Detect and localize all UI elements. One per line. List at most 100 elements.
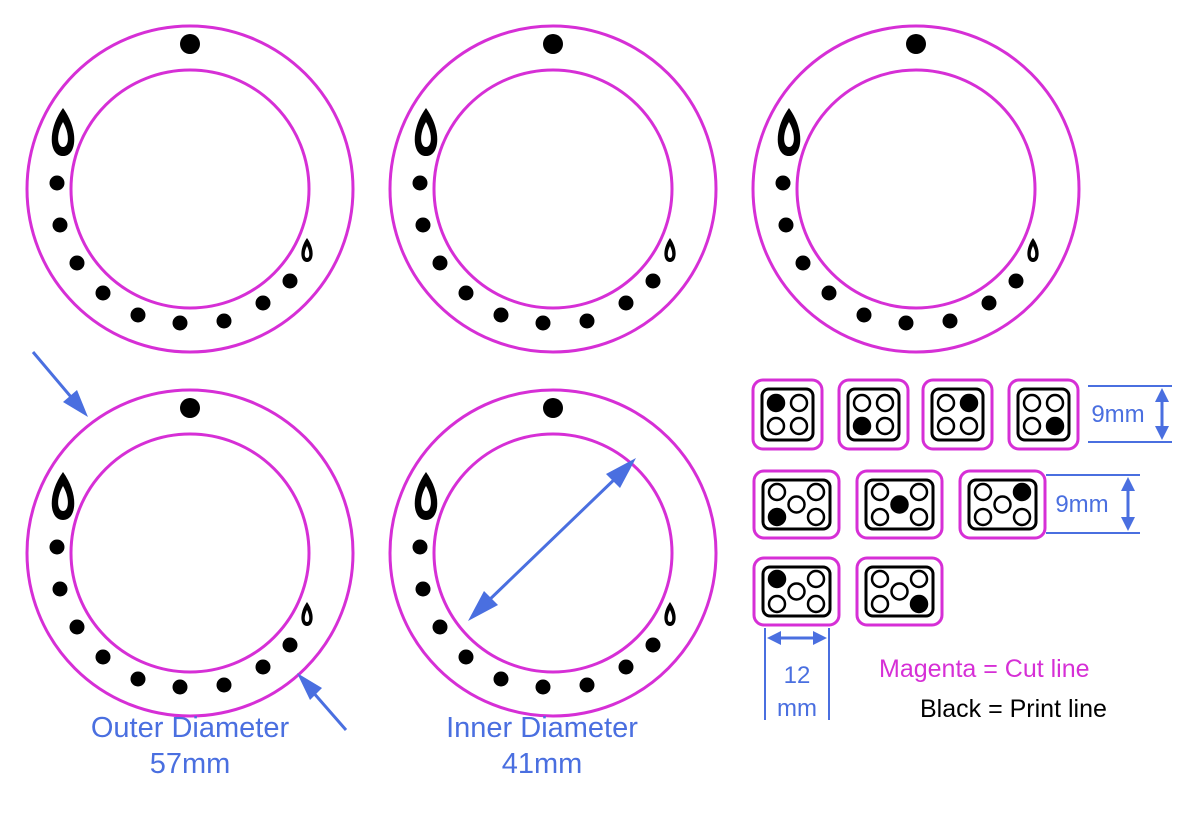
dim3-value: 12	[784, 662, 811, 689]
dial-inner-cut-ring	[432, 68, 674, 310]
dial-large-teardrop-highlight	[784, 122, 794, 147]
dial-dot-4	[95, 649, 111, 665]
dial-outer-cut-ring	[25, 24, 355, 354]
dial-dot-5	[493, 307, 509, 323]
outer-diameter-title: Outer Diameter	[91, 712, 290, 744]
dial-top-dot	[906, 34, 926, 54]
inner-diameter-annotation: Inner Diameter 41mm	[446, 458, 638, 780]
die-cut-outline	[855, 556, 944, 627]
die-empty-hole	[806, 482, 826, 502]
dial-dot-5	[493, 671, 509, 687]
die-filled-hole	[767, 507, 787, 527]
dial-dot-2	[415, 217, 431, 233]
die-empty-hole	[787, 582, 806, 601]
die-filled-hole	[766, 393, 786, 413]
die-cut-outline	[958, 469, 1047, 540]
dial-dot-7	[579, 677, 595, 693]
die-filled-hole	[890, 495, 909, 514]
dial-dot-1	[775, 175, 791, 191]
dial-outer-cut-ring	[25, 388, 355, 718]
dim2-arrowhead-up	[1121, 477, 1135, 491]
die-four-hole-4	[1007, 378, 1080, 451]
outer-diameter-value: 57mm	[150, 748, 231, 780]
dial-dot-4	[458, 285, 474, 301]
die-empty-hole	[789, 393, 809, 413]
die-print-outline	[930, 387, 985, 442]
dial-dot-6	[172, 679, 188, 695]
dial-dot-5	[856, 307, 872, 323]
die-filled-hole	[1012, 482, 1032, 502]
die-cut-outline	[751, 378, 824, 451]
dial-dot-7	[216, 313, 232, 329]
dial-inner-cut-ring	[432, 432, 674, 674]
die-filled-hole	[959, 393, 979, 413]
dial-dot-7	[579, 313, 595, 329]
dim1-arrowhead-down	[1155, 426, 1169, 440]
dial-top-dot	[180, 398, 200, 418]
die-cut-outline	[1007, 378, 1080, 451]
dial-dot-9	[1008, 273, 1024, 289]
die-empty-hole	[767, 594, 787, 614]
width-dimension: 12 mm	[764, 628, 830, 722]
inner-diameter-title: Inner Diameter	[446, 712, 638, 744]
dials-group	[25, 24, 1081, 718]
dial-outer-cut-ring	[751, 24, 1081, 354]
inner-diameter-arrow	[483, 472, 622, 606]
dial-2	[388, 24, 718, 354]
die-empty-hole	[1012, 507, 1032, 527]
dial-dot-6	[898, 315, 914, 331]
die-empty-hole	[870, 594, 890, 614]
die-empty-hole	[806, 507, 826, 527]
die-empty-hole	[909, 569, 929, 589]
die-empty-hole	[1022, 393, 1042, 413]
dial-dot-9	[282, 637, 298, 653]
dial-dot-3	[69, 255, 85, 271]
die-empty-hole	[789, 416, 809, 436]
die-five-hole-4	[752, 556, 841, 627]
die-empty-hole	[890, 582, 909, 601]
dial-dot-4	[821, 285, 837, 301]
dial-dot-1	[49, 175, 65, 191]
dial-small-teardrop-highlight	[304, 610, 310, 622]
dial-large-teardrop-highlight	[421, 122, 431, 147]
dial-dot-9	[645, 273, 661, 289]
outer-diameter-arrowhead-bottom	[297, 673, 322, 700]
die-five-hole-5	[855, 556, 944, 627]
dial-dot-8	[255, 295, 271, 311]
die-empty-hole	[806, 569, 826, 589]
dial-dot-4	[95, 285, 111, 301]
die-empty-hole	[959, 416, 979, 436]
dial-small-teardrop-highlight	[667, 246, 673, 258]
die-cut-outline	[855, 469, 944, 540]
die-print-outline	[864, 565, 935, 618]
die-cut-outline	[921, 378, 994, 451]
dim1-arrowhead-up	[1155, 388, 1169, 402]
die-print-outline	[761, 565, 832, 618]
die-empty-hole	[875, 416, 895, 436]
dial-dot-3	[795, 255, 811, 271]
dial-5	[388, 388, 718, 718]
dial-small-teardrop-highlight	[304, 246, 310, 258]
die-empty-hole	[909, 507, 929, 527]
legend-cut-line: Magenta = Cut line	[879, 655, 1090, 683]
dim2-label: 9mm	[1055, 491, 1108, 518]
dial-dot-1	[412, 539, 428, 555]
dial-dot-6	[172, 315, 188, 331]
dial-top-dot	[543, 34, 563, 54]
die-print-outline	[760, 387, 815, 442]
die-empty-hole	[875, 393, 895, 413]
outer-diameter-annotation: Outer Diameter 57mm	[31, 351, 348, 780]
dial-dot-2	[52, 581, 68, 597]
dial-dot-9	[282, 273, 298, 289]
die-print-outline	[1016, 387, 1071, 442]
dial-dot-2	[415, 581, 431, 597]
die-empty-hole	[909, 482, 929, 502]
die-empty-hole	[852, 393, 872, 413]
die-empty-hole	[936, 416, 956, 436]
die-empty-hole	[993, 495, 1012, 514]
dial-dot-3	[432, 619, 448, 635]
dial-dot-6	[535, 315, 551, 331]
die-cut-outline	[837, 378, 910, 451]
dial-dot-6	[535, 679, 551, 695]
dial-dot-7	[216, 677, 232, 693]
